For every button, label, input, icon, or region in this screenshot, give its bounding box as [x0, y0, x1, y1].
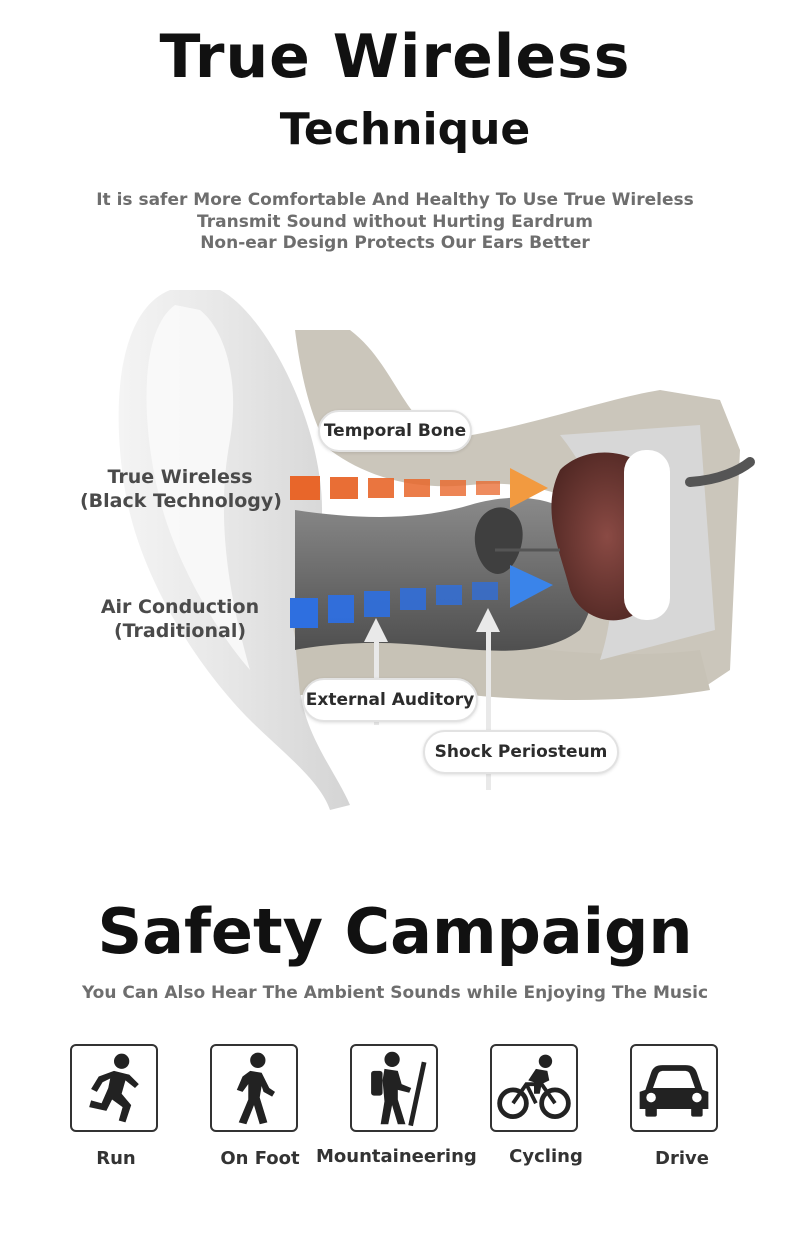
- activity-label-mountaineering: Mountaineering: [316, 1146, 477, 1167]
- air-conduction-label: Air Conduction (Traditional): [100, 596, 260, 642]
- ear-rim-shape: [146, 305, 250, 670]
- ossicle-shape: [474, 507, 523, 574]
- activity-label-run: Run: [96, 1148, 136, 1169]
- ear-diagram: True Wireless (Black Technology) Air Con…: [0, 250, 790, 830]
- activity-label-cycling: Cycling: [509, 1146, 583, 1167]
- air-conduction-arrow: [290, 565, 553, 628]
- car-icon: [630, 1044, 718, 1132]
- intro-text: It is safer More Comfortable And Healthy…: [0, 190, 790, 255]
- external-auditory-callout: External Auditory: [302, 678, 478, 722]
- page-subtitle-heading: Technique: [279, 104, 531, 155]
- page-title: True Wireless: [159, 22, 631, 92]
- true-wireless-label: True Wireless (Black Technology): [80, 466, 282, 512]
- activity-label-drive: Drive: [655, 1148, 709, 1169]
- intro-line: Transmit Sound without Hurting Eardrum: [197, 211, 593, 232]
- ear-canal-shape: [295, 497, 595, 651]
- intro-line: It is safer More Comfortable And Healthy…: [96, 190, 694, 210]
- up-arrow-external: [364, 618, 388, 725]
- safety-subtitle: You Can Also Hear The Ambient Sounds whi…: [81, 983, 709, 1003]
- ear-illustration: [118, 290, 755, 810]
- intro-line: Non-ear Design Protects Our Ears Better: [200, 233, 590, 253]
- up-arrow-shock: [476, 608, 500, 790]
- walking-person-icon: [210, 1044, 298, 1132]
- shock-periosteum-callout: Shock Periosteum: [423, 730, 619, 774]
- activity-label-on-foot: On Foot: [220, 1148, 300, 1169]
- safety-title: Safety Campaign: [97, 895, 693, 968]
- cable-shape: [685, 457, 755, 487]
- speaker-pill-shape: [624, 450, 670, 620]
- bone-conduction-arrow: [290, 468, 548, 508]
- cyclist-icon: [490, 1044, 578, 1132]
- running-person-icon: [70, 1044, 158, 1132]
- hiker-icon: [350, 1044, 438, 1132]
- temporal-bone-callout: Temporal Bone: [318, 410, 472, 452]
